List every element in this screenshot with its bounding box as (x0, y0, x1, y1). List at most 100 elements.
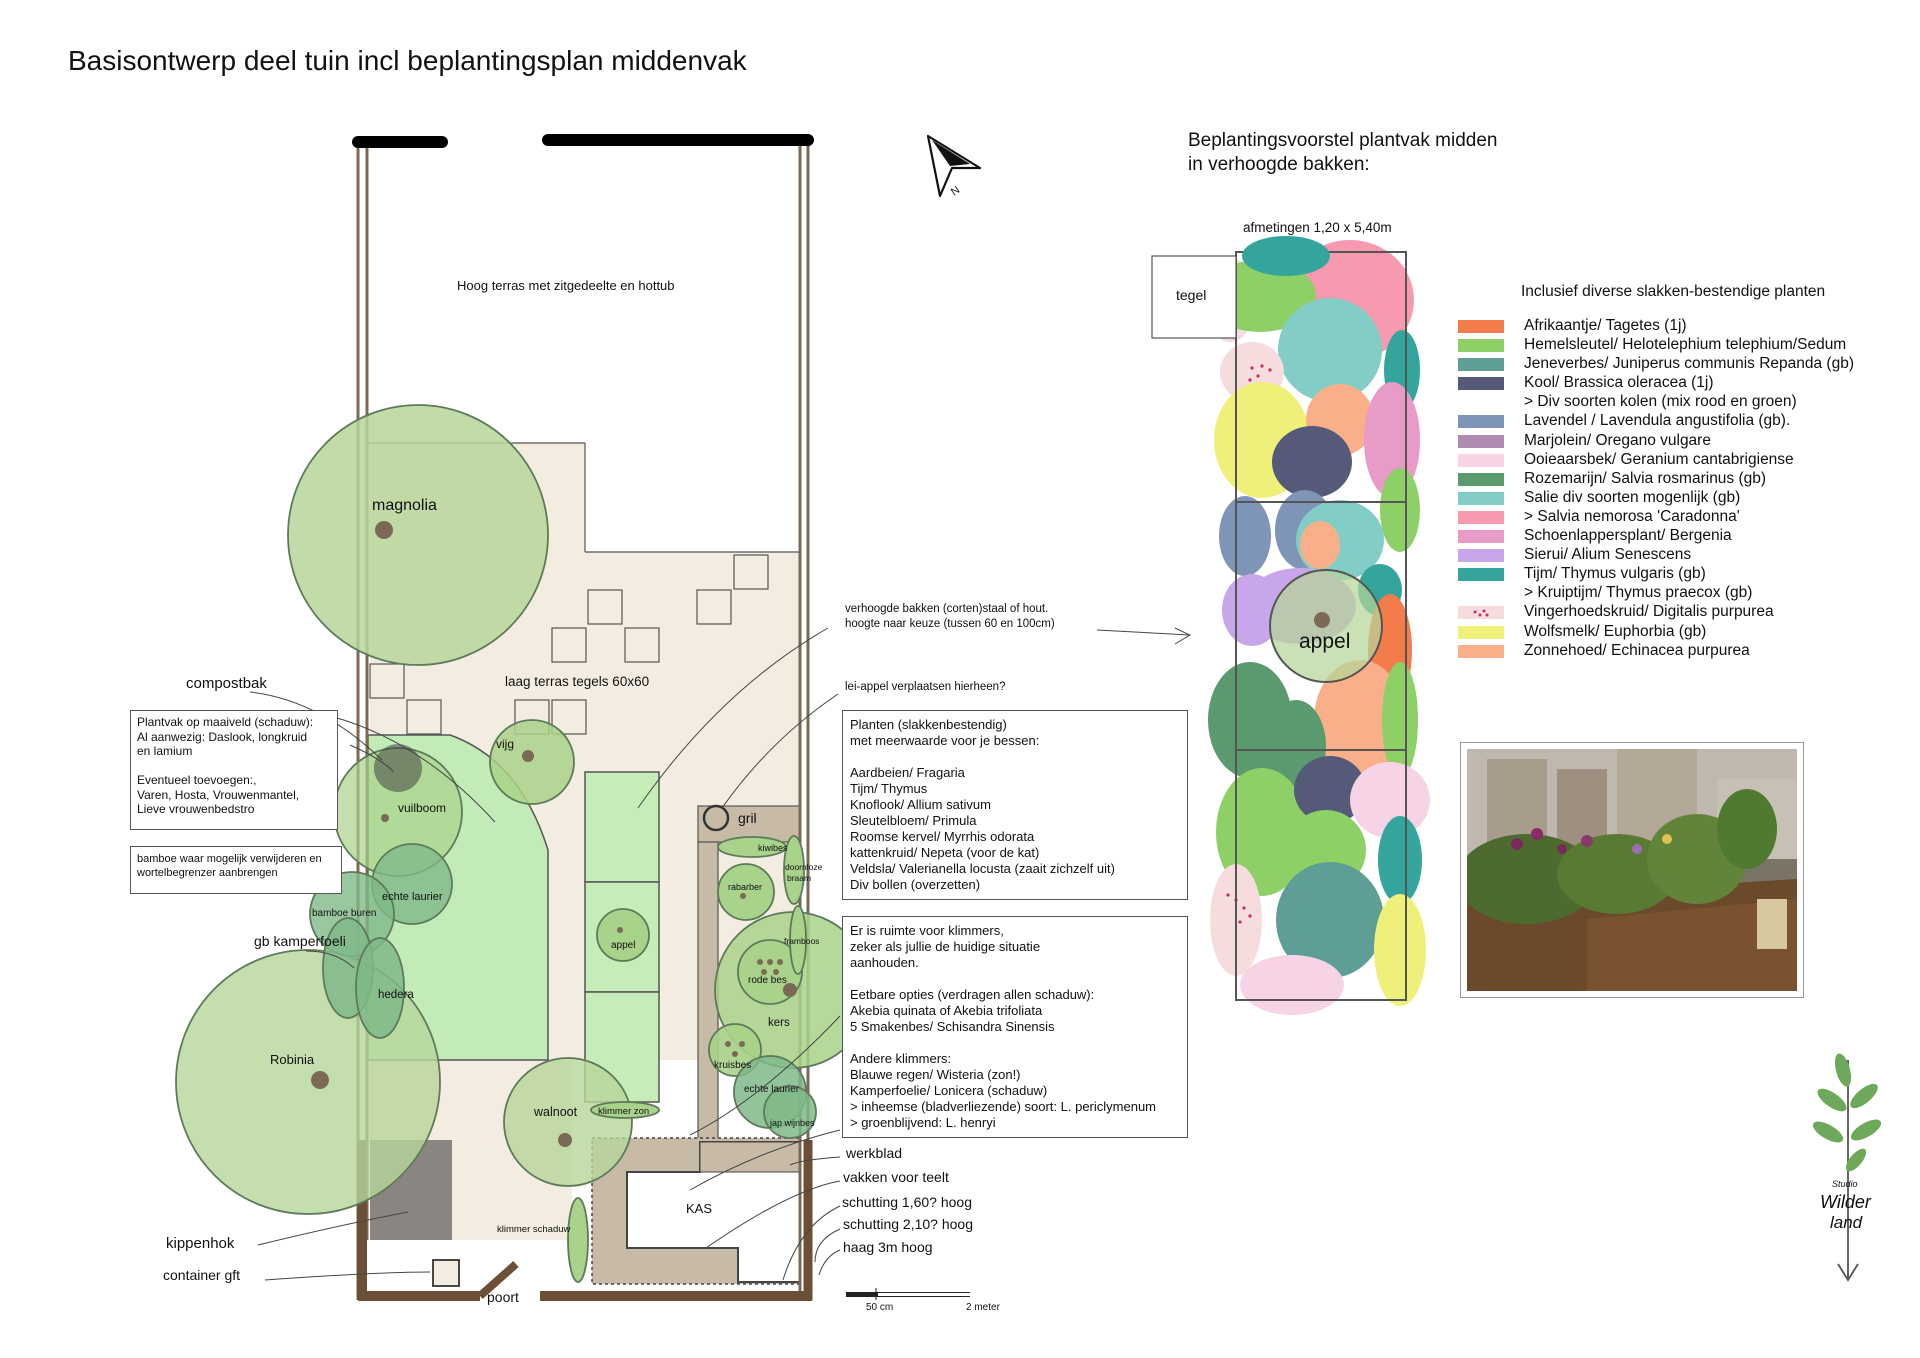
klimmers-line: > groenblijvend: L. henryi (850, 1115, 996, 1130)
klimmer-schaduw-label: klimmer schaduw (497, 1224, 571, 1235)
tegel-box (1151, 255, 1237, 339)
echte-laurier-label-right: echte laurier (744, 1084, 800, 1095)
legend-swatch (1458, 377, 1504, 391)
rabarber-canopy (717, 863, 775, 921)
bamboe-line: bamboe waar mogelijk verwijderen en (137, 853, 322, 865)
legend-swatch (1458, 320, 1504, 333)
planten-line: Planten (slakkenbestendig) (850, 717, 1007, 732)
verhoogde-label-1: verhoogde bakken (corten)staal of hout. (845, 603, 1048, 615)
legend-swatch (1458, 549, 1504, 563)
raised-beds (584, 771, 660, 1103)
legend-swatch (1458, 530, 1504, 544)
page-title: Basisontwerp deel tuin incl beplantingsp… (68, 45, 748, 76)
tree-trunks (311, 521, 797, 1147)
vuilboom-label: vuilboom (398, 801, 446, 815)
legend-swatch (1458, 415, 1504, 429)
legend-swatch (1458, 472, 1504, 486)
legend-swatch (1458, 606, 1504, 620)
haag-label: haag 3m hoog (843, 1239, 933, 1255)
klimmers-notes-box: Er is ruimte voor klimmers, zeker als ju… (842, 916, 1188, 1138)
compostbak (374, 744, 422, 792)
walnoot-label: walnoot (533, 1105, 578, 1119)
poort-label: poort (487, 1289, 519, 1305)
plantvak-line: en lamium (137, 744, 193, 758)
echte-laurier-label-left: echte laurier (382, 891, 443, 903)
legend-label: Kool/ Brassica oleracea (1j) (1524, 374, 1714, 392)
klimmers-line: 5 Smakenbes/ Schisandra Sinensis (850, 1019, 1055, 1034)
legend-label: Vingerhoedskruid/ Digitalis purpurea (1524, 603, 1774, 621)
scale-bar (846, 1288, 970, 1300)
hedera-canopy (355, 937, 405, 1039)
magnolia-canopy (287, 404, 549, 666)
tegel-label: tegel (1176, 287, 1206, 303)
legend-label: Marjolein/ Oregano vulgare (1524, 431, 1711, 449)
scale-right-label: 2 meter (966, 1302, 1001, 1313)
legend-label: Schoenlappersplant/ Bergenia (1524, 527, 1732, 545)
legend-swatch (1458, 491, 1504, 505)
klimmers-line: Kamperfoelie/ Lonicera (schaduw) (850, 1083, 1048, 1098)
appel-label-scheme: appel (1299, 630, 1350, 653)
klimmer-zon-canopy (590, 1101, 660, 1119)
low-terrace-label: laag terras tegels 60x60 (505, 674, 649, 689)
planten-line: Aardbeien/ Fragaria (850, 765, 965, 780)
logo-line-1: Studio (1832, 1179, 1858, 1189)
gril-label: gril (738, 810, 757, 826)
legend-label: > Kruiptijm/ Thymus praecox (gb) (1524, 584, 1753, 602)
doornloze-braam-canopy (783, 835, 805, 905)
kas-label: KAS (686, 1201, 712, 1216)
legend-heading: Inclusief diverse slakken-bestendige pla… (1521, 283, 1825, 300)
planten-line: kattenkruid/ Nepeta (voor de kat) (850, 845, 1040, 860)
plantvak-line: Lieve vrouwenbedstro (137, 802, 255, 816)
legend-label: Sierui/ Alium Senescens (1524, 546, 1692, 564)
leader-lines (249, 627, 1192, 1281)
legend-label: > Div soorten kolen (mix rood en groen) (1524, 393, 1797, 411)
legend-swatch (1458, 434, 1504, 448)
legend-swatch (1458, 625, 1504, 639)
werkblad-label: werkblad (845, 1145, 902, 1161)
verhoogde-label-2: hoogte naar keuze (tussen 60 en 100cm) (845, 618, 1055, 630)
jap-wijnbes-canopy (763, 1085, 817, 1139)
planten-line: Roomse kervel/ Myrrhis odorata (850, 829, 1035, 844)
compostbak-label: compostbak (186, 675, 267, 692)
legend-label: Hemelsleutel/ Helotelephium telephium/Se… (1524, 336, 1847, 354)
doornloze-label: doornloze (785, 862, 823, 872)
gril (702, 804, 730, 832)
lei-appel-label: lei-appel verplaatsen hierheen? (845, 681, 1005, 693)
appel-label-plan: appel (611, 940, 635, 951)
plantvak-line: Eventueel toevoegen:, (137, 773, 257, 787)
planten-line: Knoflook/ Allium sativum (850, 797, 991, 812)
klimmers-line: Andere klimmers: (850, 1051, 952, 1066)
kippenhok-label: kippenhok (166, 1235, 235, 1252)
logo-line-2: Wilder (1820, 1192, 1872, 1212)
appel-canopy (596, 908, 650, 962)
vijg-label: vijg (496, 737, 514, 751)
plantvak-line: Varen, Hosta, Vrouwenmantel, (137, 787, 300, 802)
jap-wijnbes-label: jap wijnbes (769, 1118, 815, 1128)
legend-label: Lavendel / Lavendula angustifolia (gb). (1524, 412, 1791, 430)
bamboe-buren-label: bamboe buren (312, 908, 377, 919)
legend-swatch (1458, 644, 1504, 658)
rabarber-label: rabarber (728, 882, 762, 892)
planten-line: Sleutelbloem/ Primula (850, 813, 977, 828)
photo-illustration (1467, 749, 1797, 991)
tree-canopies (175, 404, 872, 1283)
planting-dimensions: afmetingen 1,20 x 5,40m (1243, 220, 1392, 235)
planten-gap (850, 749, 1180, 765)
klimmers-line: > inheemse (bladverliezende) soort: L. p… (850, 1099, 1157, 1114)
container-gft (432, 1259, 460, 1287)
robinia-label: Robinia (270, 1052, 315, 1067)
klimmers-gap (850, 1035, 1180, 1051)
high-terrace (368, 142, 798, 442)
legend-swatch (1458, 568, 1504, 582)
legend-label: Ooieaarsbek/ Geranium cantabrigiense (1524, 450, 1794, 468)
klimmers-line: Eetbare opties (verdragen allen schaduw)… (850, 987, 1095, 1002)
logo-line-3: land (1830, 1213, 1863, 1232)
legend-label: > Salvia nemorosa 'Caradonna' (1524, 507, 1740, 525)
klimmer-zon-label: klimmer zon (598, 1106, 649, 1117)
example-photo (1460, 742, 1804, 998)
rode-bes-label: rode bes (748, 975, 787, 986)
planten-line: met meerwaarde voor je bessen: (850, 733, 1040, 748)
planten-line: Veldsla/ Valerianella locusta (zaait zic… (850, 861, 1115, 876)
framboos-label: framboos (784, 936, 819, 946)
